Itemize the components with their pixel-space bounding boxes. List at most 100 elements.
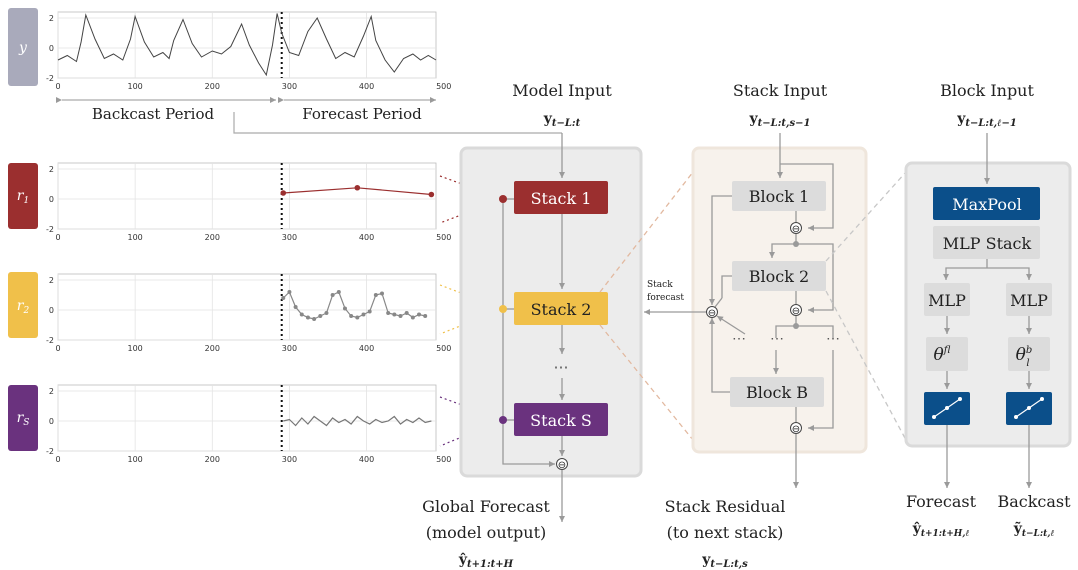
period-annotation: Backcast Period Forecast Period <box>56 97 562 134</box>
stack-2-label: Stack 2 <box>531 300 592 319</box>
data-point <box>373 293 378 297</box>
block-b-box[interactable] <box>730 377 824 407</box>
y-tick-label: -2 <box>46 225 54 234</box>
stack-input-math: yt−L:t,s−1 <box>749 111 811 129</box>
mlp-forecast-box[interactable] <box>924 283 970 316</box>
x-tick-label: 500 <box>436 344 451 353</box>
theta-forecast-label: θfl <box>934 345 951 365</box>
x-tick-label: 500 <box>436 233 451 242</box>
x-tick-label: 500 <box>436 455 451 464</box>
maxpool-box[interactable] <box>933 187 1040 220</box>
data-point <box>355 315 360 320</box>
stack-s-box[interactable] <box>514 403 608 436</box>
y-tick-label: 2 <box>49 276 54 285</box>
x-tick-label: 0 <box>55 82 60 91</box>
data-point <box>280 190 287 196</box>
data-point <box>423 314 428 318</box>
y-tick-label: 0 <box>49 306 54 315</box>
data-point <box>342 306 347 311</box>
backcast-period-label: Backcast Period <box>92 105 215 123</box>
x-tick-label: 0 <box>55 344 60 353</box>
forecast-period-label: Forecast Period <box>302 105 422 123</box>
x-tick-label: 200 <box>205 344 220 353</box>
interpolation-forecast-icon <box>932 397 962 419</box>
y-tick-label: 0 <box>49 44 54 53</box>
data-point <box>293 305 298 309</box>
data-point <box>380 291 384 296</box>
stack-1-box[interactable] <box>514 181 608 214</box>
block-input-math: yt−L:t,ℓ−1 <box>956 111 1017 129</box>
side-label-box <box>8 8 38 86</box>
data-point <box>281 296 286 300</box>
block-2-box[interactable] <box>732 261 826 291</box>
stack-panel: Stack Input yt−L:t,s−1 Block 1 ⊖ Block 2… <box>644 81 868 570</box>
data-point <box>367 309 372 314</box>
global-forecast-math: ŷt+1:t+H <box>458 551 514 570</box>
model-sum-node <box>556 458 568 470</box>
input-connector <box>233 112 562 134</box>
block-panel: Block Input yt−L:t,ℓ−1 MaxPool MLP Stack… <box>904 81 1072 539</box>
stack-sub-node-b <box>790 422 802 434</box>
theta-backcast-box <box>1008 337 1050 371</box>
forecast-math: ŷt+1:t+H,ℓ <box>912 520 970 539</box>
x-tick-label: 100 <box>128 82 143 91</box>
y-tick-label: -2 <box>46 74 54 83</box>
series-line <box>283 415 432 427</box>
block-1-box[interactable] <box>732 181 826 211</box>
x-tick-label: 400 <box>359 455 374 464</box>
model-input-title: Model Input <box>512 81 612 100</box>
data-point <box>318 314 323 318</box>
y-tick-label: 2 <box>49 14 54 23</box>
stack-2-dot <box>499 305 507 313</box>
data-point <box>299 312 304 317</box>
y-tick-label: 0 <box>49 195 54 204</box>
x-tick-label: 100 <box>128 455 143 464</box>
global-forecast-subtitle: (model output) <box>426 523 547 542</box>
data-point <box>336 290 341 294</box>
stack-ellipsis-mid: ⋯ <box>770 331 784 347</box>
stack-s-dot <box>499 416 507 424</box>
stack-s-label: Stack S <box>530 411 592 430</box>
y-tick-label: 2 <box>49 165 54 174</box>
data-point <box>349 314 354 318</box>
series-line <box>57 13 437 77</box>
theta-forecast-box <box>926 337 968 371</box>
data-point <box>428 191 435 198</box>
data-point <box>398 314 403 318</box>
data-point <box>312 317 317 321</box>
stack-sub-node-2 <box>790 304 802 316</box>
block-input-title: Block Input <box>940 81 1034 100</box>
data-point <box>287 290 292 294</box>
backcast-math: ỹt−L:t,ℓ <box>1013 520 1055 539</box>
y-tick-label: -2 <box>46 447 54 456</box>
model-input-math: yt−L:t <box>543 111 581 129</box>
forecast-title: Forecast <box>906 492 977 511</box>
data-point <box>410 315 415 320</box>
x-tick-label: 200 <box>205 455 220 464</box>
data-point <box>324 311 329 315</box>
backcast-title: Backcast <box>997 492 1071 511</box>
data-point <box>305 315 310 320</box>
stack-residual-title: Stack Residual <box>665 497 786 516</box>
model-panel: Model Input yt−L:t Stack 1 Stack 2 ⋯ Sta… <box>422 81 643 570</box>
stack-ellipsis: ⋯ <box>554 358 569 376</box>
data-point <box>361 312 366 317</box>
svg-text:⊖: ⊖ <box>792 224 800 235</box>
y-tick-label: 0 <box>49 417 54 426</box>
mlp-backcast-label: MLP <box>1010 291 1048 310</box>
side-label-box <box>8 272 38 338</box>
stack-2-box[interactable] <box>514 292 608 325</box>
x-tick-label: 200 <box>205 82 220 91</box>
x-tick-label: 400 <box>359 82 374 91</box>
mlp-backcast-box[interactable] <box>1006 283 1052 316</box>
block-2-label: Block 2 <box>749 267 809 286</box>
x-tick-label: 400 <box>359 344 374 353</box>
x-tick-label: 300 <box>282 455 297 464</box>
x-tick-label: 400 <box>359 233 374 242</box>
block-b-label: Block B <box>746 383 808 402</box>
mlp-stack-box[interactable] <box>933 226 1040 259</box>
